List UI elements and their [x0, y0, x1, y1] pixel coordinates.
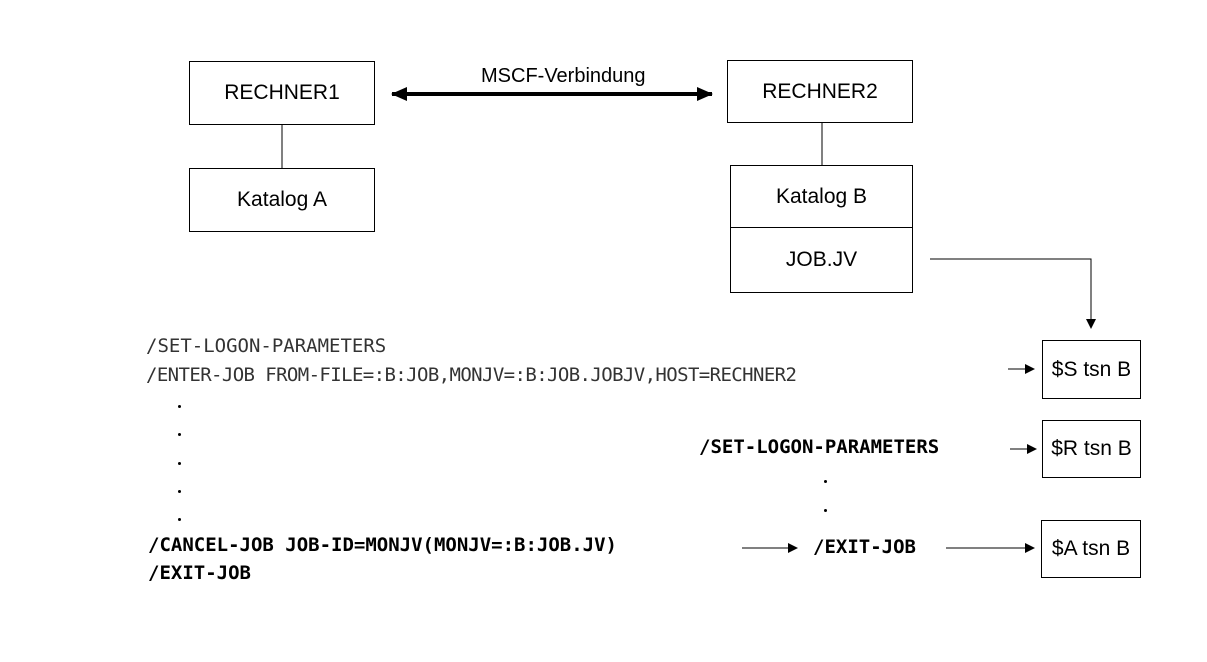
catalog-b-box: Katalog B [730, 165, 913, 228]
output-s-box: $S tsn B [1042, 340, 1141, 399]
ellipsis-dot [824, 480, 827, 483]
ellipsis-dot [824, 509, 827, 512]
job-jv-box: JOB.JV [730, 227, 913, 293]
arrow-jobjv-to-s [930, 258, 1096, 329]
output-r-box: $R tsn B [1042, 420, 1141, 478]
ellipsis-dot [178, 518, 181, 521]
catalog-b-label: Katalog B [775, 184, 868, 208]
catalog-a-box: Katalog A [189, 168, 375, 232]
cmd-exit-job-left: /EXIT-JOB [148, 562, 251, 584]
output-a-label: $A tsn B [1051, 537, 1131, 560]
cmd-exit-job-right: /EXIT-JOB [813, 536, 916, 558]
ellipsis-dot [178, 462, 181, 465]
cmd-enter-job: /ENTER-JOB FROM-FILE=:B:JOB,MONJV=:B:JOB… [146, 364, 797, 386]
output-r-label: $R tsn B [1051, 437, 1132, 460]
job-jv-label: JOB.JV [785, 248, 858, 271]
host2-label: RECHNER2 [762, 79, 878, 103]
catalog-a-label: Katalog A [237, 188, 327, 211]
cmd-set-logon: /SET-LOGON-PARAMETERS [146, 335, 387, 357]
cmd-set-logon-right: /SET-LOGON-PARAMETERS [699, 436, 940, 458]
host1-box: RECHNER1 [189, 61, 375, 125]
output-a-box: $A tsn B [1041, 520, 1141, 578]
cmd-cancel-job: /CANCEL-JOB JOB-ID=MONJV(MONJV=:B:JOB.JV… [148, 534, 617, 556]
ellipsis-dot [178, 490, 181, 493]
ellipsis-dot [178, 433, 181, 436]
output-s-label: $S tsn B [1051, 357, 1132, 381]
ellipsis-dot [178, 405, 181, 408]
host2-box: RECHNER2 [727, 60, 913, 123]
connection-label: MSCF-Verbindung [481, 65, 646, 87]
host1-label: RECHNER1 [224, 81, 340, 104]
